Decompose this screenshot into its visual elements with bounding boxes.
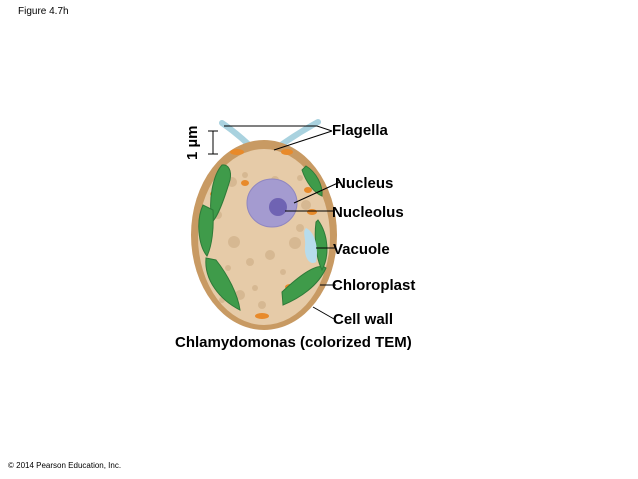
scale-bar-label: 1 µm <box>184 125 201 161</box>
label-vacuole: Vacuole <box>333 241 390 258</box>
figure-caption: Chlamydomonas (colorized TEM) <box>175 334 412 351</box>
label-flagella: Flagella <box>332 122 388 139</box>
figure-label: Figure 4.7h <box>18 6 69 17</box>
label-nucleus: Nucleus <box>335 175 394 192</box>
scale-bar <box>208 130 218 155</box>
copyright-notice: © 2014 Pearson Education, Inc. <box>8 461 122 470</box>
nucleolus <box>269 198 287 216</box>
label-nucleolus: Nucleolus <box>332 204 404 221</box>
label-cell-wall: Cell wall <box>333 311 394 328</box>
leader-lines <box>224 125 341 320</box>
label-chloroplast: Chloroplast <box>332 277 416 294</box>
chloroplasts <box>198 164 328 311</box>
cytoplasm-texture <box>214 172 311 309</box>
vacuole <box>304 228 317 264</box>
